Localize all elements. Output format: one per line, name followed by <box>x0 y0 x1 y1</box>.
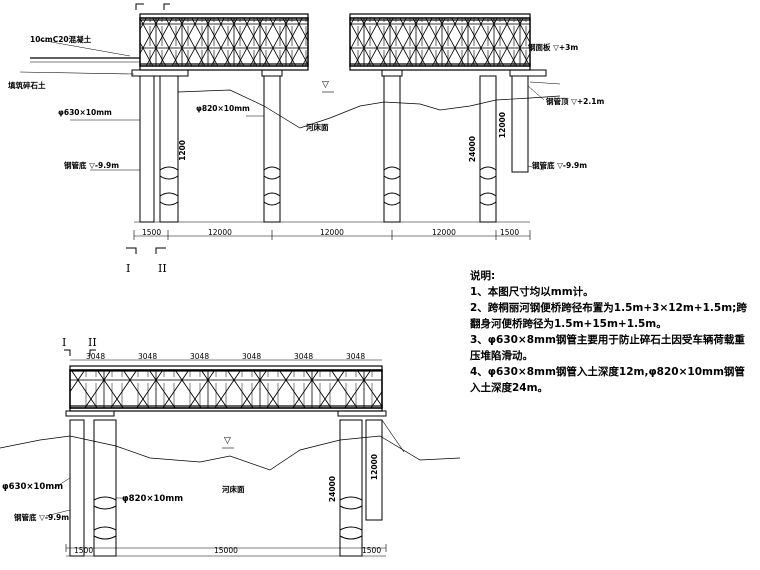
top-depth-left: 1200 <box>178 140 187 161</box>
bottom-riverbed-label: 河床面 <box>222 485 245 494</box>
bottom-water-icon: ▽ <box>224 436 231 446</box>
top-pipe-bottom-left-label: 钢管底 ▽-9.9m <box>64 161 120 170</box>
top-section-1: I <box>126 262 131 275</box>
bottom-depth-mid: 24000 <box>328 476 337 503</box>
top-dim-3: 12000 <box>432 228 456 237</box>
gravel-label: 填筑碎石土 <box>8 81 46 90</box>
bottom-section-1: I <box>62 336 67 349</box>
top-dim-0: 1500 <box>142 228 162 237</box>
top-pipe-bottom-right-label: 钢管底 ▽-9.9m <box>532 161 588 170</box>
notes-block: 说明: 1、本图尺寸均以mm计。 2、跨桐丽河钢便桥跨径布置为1.5m+3×12… <box>470 268 755 396</box>
top-water-icon: ▽ <box>322 80 329 90</box>
bottom-pipe-bottom-label: 钢管底 ▽-9.9m <box>14 513 70 522</box>
note-item-2: 2、跨桐丽河钢便桥跨径布置为1.5m+3×12m+1.5m;跨翻身河便桥跨径为1… <box>470 302 747 330</box>
panel-3: 3048 <box>242 352 262 361</box>
panel-0: 3048 <box>86 352 106 361</box>
panel-4: 3048 <box>294 352 314 361</box>
bottom-pipe-small-label: φ630×10mm <box>2 482 64 492</box>
bottom-elevation <box>0 349 461 557</box>
top-dim-2: 12000 <box>320 228 344 237</box>
top-dim-4: 1500 <box>500 228 520 237</box>
bottom-pipe-big-label: φ820×10mm <box>122 494 184 504</box>
bottom-riverbed <box>0 435 461 471</box>
left-truss <box>139 17 309 67</box>
top-depth-mid: 24000 <box>468 136 477 163</box>
bottom-dim-1: 15000 <box>214 546 238 555</box>
panel-5: 3048 <box>346 352 366 361</box>
top-dim-1: 12000 <box>208 228 232 237</box>
note-item-4: 4、φ630×8mm钢管入土深度12m,φ820×10mm钢管入土深度24m。 <box>470 366 745 394</box>
top-pipe-big-label: φ820×10mm <box>196 104 250 113</box>
note-item-3: 3、φ630×8mm钢管主要用于防止碎石土因受车辆荷载重压堆陷滑动。 <box>470 334 745 362</box>
notes-title: 说明: <box>470 270 496 282</box>
bottom-dim-2: 1500 <box>362 546 382 555</box>
top-section-2: II <box>158 262 167 275</box>
note-item-1: 1、本图尺寸均以mm计。 <box>470 286 594 298</box>
bottom-dim-0: 1500 <box>74 546 94 555</box>
bottom-truss <box>69 369 383 409</box>
concrete-label: 10cmC20混凝土 <box>30 35 92 44</box>
top-depth-right: 12000 <box>498 112 507 139</box>
top-pipe-small-label: φ630×10mm <box>58 108 112 117</box>
top-riverbed-label: 河床面 <box>306 123 329 132</box>
bottom-section-2: II <box>88 336 97 349</box>
deck-level-label: 钢面板 ▽+3m <box>528 43 579 52</box>
panel-1: 3048 <box>138 352 158 361</box>
panel-2: 3048 <box>190 352 210 361</box>
top-elevation <box>19 3 561 254</box>
bottom-depth-right: 12000 <box>370 454 379 481</box>
right-truss <box>349 17 531 67</box>
bottom-piles <box>69 419 383 557</box>
top-riverbed <box>177 89 561 129</box>
pipe-top-label: 钢管顶 ▽+2.1m <box>546 97 605 106</box>
